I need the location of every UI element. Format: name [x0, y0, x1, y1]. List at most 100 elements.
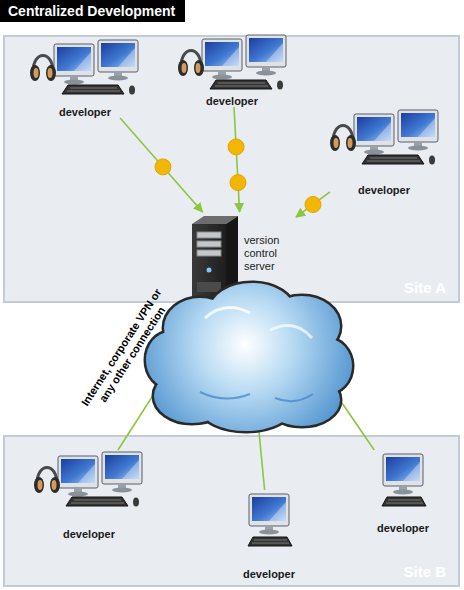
- monitor-screen: [386, 457, 420, 481]
- headset: [30, 56, 56, 82]
- monitor-frame: [102, 452, 142, 484]
- keyboard: [382, 497, 426, 506]
- site-label: Site B: [403, 563, 446, 580]
- headset-cup: [34, 477, 44, 493]
- workstation-illustration: [370, 450, 436, 518]
- developer-label: developer: [330, 184, 438, 196]
- monitor-frame: [58, 456, 98, 488]
- screen-glare: [266, 43, 283, 62]
- monitor-screen: [252, 497, 286, 521]
- headset-cup: [330, 135, 340, 151]
- monitor-frame: [202, 39, 242, 71]
- monitor-base: [108, 76, 128, 81]
- keyboard: [248, 537, 292, 546]
- headset-cup: [178, 60, 188, 76]
- drive-bay: [197, 241, 221, 247]
- data-packet-dot: [228, 139, 244, 155]
- site-label: Site A: [404, 279, 446, 296]
- headset: [330, 126, 356, 152]
- workstation-node: developer: [34, 450, 144, 540]
- screen-glare: [374, 122, 391, 141]
- drive-bay: [197, 232, 221, 238]
- server-illustration: [188, 212, 240, 302]
- developer-label: developer: [370, 522, 436, 534]
- monitor-screen: [205, 42, 239, 66]
- keyboard: [66, 497, 128, 506]
- monitor-base: [393, 490, 413, 495]
- developer-label: developer: [236, 568, 302, 580]
- title-banner: Centralized Development: [0, 0, 185, 22]
- site-band: Site Adeveloperdeveloperdeveloperversion…: [3, 35, 460, 303]
- headset-pad: [38, 480, 43, 490]
- cloud-shade: [275, 394, 313, 401]
- connection-arrow: [273, 302, 374, 450]
- keyboard-keys: [215, 83, 268, 86]
- cloud-highlight: [205, 308, 250, 318]
- cloud-shade: [200, 392, 250, 399]
- monitor-base: [364, 150, 384, 155]
- server-side: [226, 216, 238, 300]
- keyboard-keys: [71, 500, 124, 503]
- workstation-icon: [30, 40, 138, 95]
- screen-glare: [222, 47, 239, 66]
- keyboard-keys: [386, 500, 423, 503]
- monitor-frame: [246, 35, 286, 67]
- keyboard-keys: [367, 158, 420, 161]
- keyboard-keys: [252, 540, 289, 543]
- workstation-node: developer: [30, 38, 140, 118]
- mouse: [129, 86, 135, 95]
- monitor-screen: [61, 459, 95, 483]
- monitor-screen: [249, 38, 283, 62]
- mouse: [429, 156, 435, 165]
- workstation-illustration: [30, 38, 140, 102]
- monitor-screen: [101, 43, 135, 67]
- server-vent: [197, 282, 221, 292]
- connection-arrow: [118, 302, 213, 450]
- workstation-illustration: [330, 108, 438, 180]
- headset-pad: [52, 480, 57, 490]
- monitor-frame: [249, 494, 289, 526]
- workstation-illustration: [236, 490, 302, 564]
- keyboard: [210, 80, 272, 89]
- screen-glare: [403, 462, 420, 481]
- monitor-frame: [354, 114, 394, 146]
- monitor-frame: [398, 110, 438, 142]
- screen-glare: [269, 502, 286, 521]
- keyboard: [362, 155, 424, 164]
- server-label: version control server: [244, 234, 288, 273]
- headset-cup: [346, 135, 356, 151]
- workstation-icon: [330, 110, 438, 165]
- screen-glare: [418, 118, 435, 137]
- monitor-base: [259, 530, 279, 535]
- cloud-fill: [146, 283, 352, 431]
- headset-pad: [348, 138, 353, 148]
- server-node: version control server: [188, 212, 296, 302]
- headset-pad: [34, 68, 39, 78]
- keyboard-keys: [67, 88, 120, 91]
- monitor-base: [112, 488, 132, 493]
- headset-pad: [334, 138, 339, 148]
- headset-pad: [48, 68, 53, 78]
- connection-arrow: [246, 302, 264, 490]
- headset-cup: [46, 65, 56, 81]
- workstation-node: developer: [236, 490, 302, 580]
- headset: [178, 51, 204, 77]
- connection-arrow: [234, 107, 240, 212]
- data-packet-dot: [230, 175, 246, 191]
- screen-glare: [74, 52, 91, 71]
- monitor-base: [68, 492, 88, 497]
- headset-cup: [50, 477, 60, 493]
- site-band: Site B developer developer developer: [3, 435, 460, 587]
- monitor-frame: [383, 454, 423, 486]
- data-packet-dot: [155, 159, 171, 175]
- screen-glare: [122, 460, 139, 479]
- monitor-screen: [57, 47, 91, 71]
- workstation-icon: [248, 494, 292, 546]
- workstation-icon: [382, 454, 426, 506]
- monitor-frame: [54, 44, 94, 76]
- monitor-base: [64, 80, 84, 85]
- screen-glare: [118, 48, 135, 67]
- server-front: [192, 224, 226, 300]
